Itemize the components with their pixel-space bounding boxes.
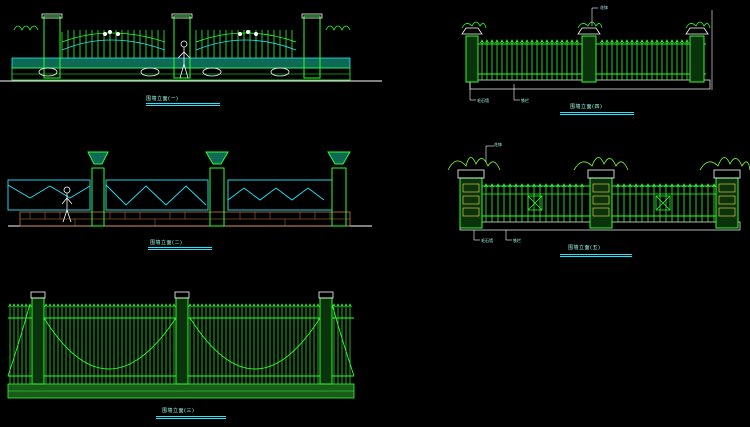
elev3-caption: 围墙立面(三) — [162, 407, 194, 414]
fence-1-rails — [61, 30, 297, 58]
fence-3-rails — [8, 303, 352, 384]
elev4-stone-note: 毛石墙 — [477, 97, 489, 103]
elev4-caption: 围墙立面(四) — [570, 103, 602, 110]
elev5-stone-note: 毛石墙 — [481, 237, 493, 243]
fence-elevation-5 — [447, 145, 750, 241]
fence-elevation-4 — [461, 7, 713, 101]
elev2-caption: 围墙立面(二) — [150, 239, 182, 246]
elev5-caption: 围墙立面(五) — [568, 244, 600, 251]
elev1-caption: 围墙立面(一) — [146, 95, 178, 102]
elev5-rail-note: 铁栏 — [513, 237, 521, 243]
fence-elevation-3 — [7, 291, 355, 399]
elev4-plant-tag: 花钵 — [600, 4, 608, 10]
fence-elevation-1 — [0, 13, 382, 82]
elev5-plant-tag: 花钵 — [494, 141, 502, 147]
elev4-rail-note: 铁栏 — [521, 97, 529, 103]
fence-elevation-2 — [7, 151, 372, 227]
